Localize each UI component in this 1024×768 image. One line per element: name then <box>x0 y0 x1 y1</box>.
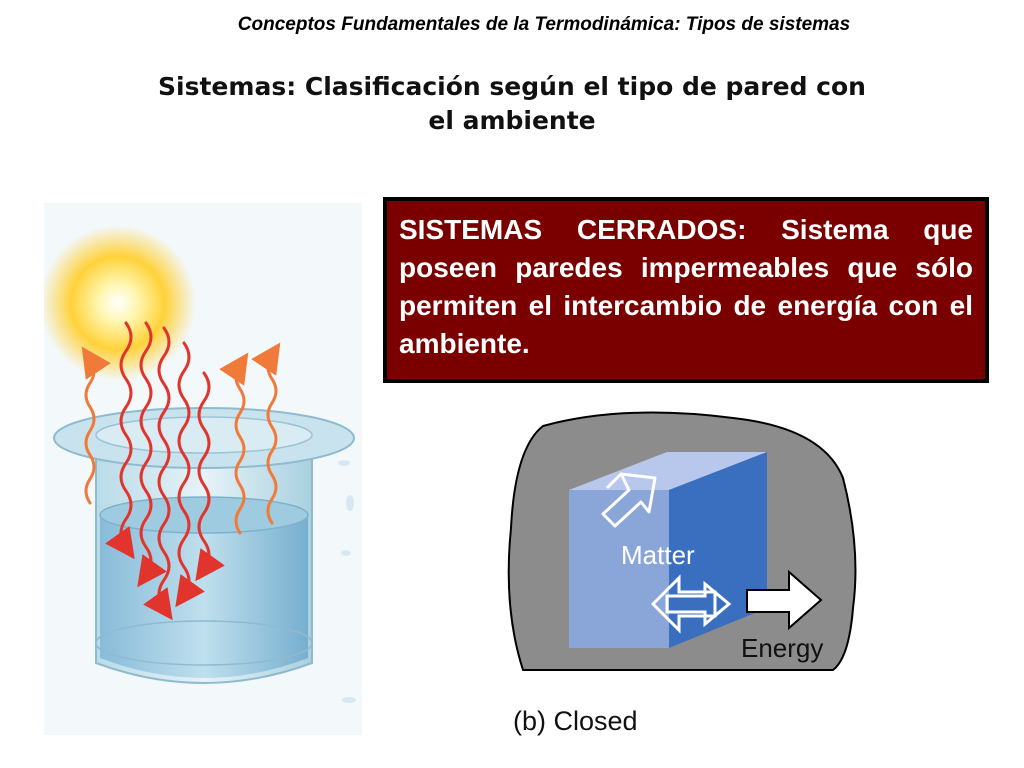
slide-title: Sistemas: Clasificación según el tipo de… <box>158 72 866 135</box>
heated-container-illustration <box>40 203 362 735</box>
definition-body: Sistema que poseen paredes impermeables … <box>399 214 974 359</box>
energy-arrow <box>650 569 823 634</box>
system-cube <box>569 452 767 648</box>
definition-term: SISTEMAS CERRADOS: <box>399 214 747 245</box>
diagram-caption: (b) Closed <box>513 706 638 736</box>
matter-label: Matter <box>621 540 695 570</box>
energy-label: Energy <box>741 633 824 663</box>
definition-text: SISTEMAS CERRADOS: Sistema que poseen pa… <box>399 211 973 363</box>
closed-system-diagram: Matter Energy <box>503 408 863 744</box>
heat-wave-arrows <box>81 321 281 621</box>
matter-arrow <box>601 472 657 528</box>
definition-box: SISTEMAS CERRADOS: Sistema que poseen pa… <box>383 197 989 383</box>
slide-header: Conceptos Fundamentales de la Termodinám… <box>237 14 851 35</box>
sun-icon <box>40 225 196 381</box>
